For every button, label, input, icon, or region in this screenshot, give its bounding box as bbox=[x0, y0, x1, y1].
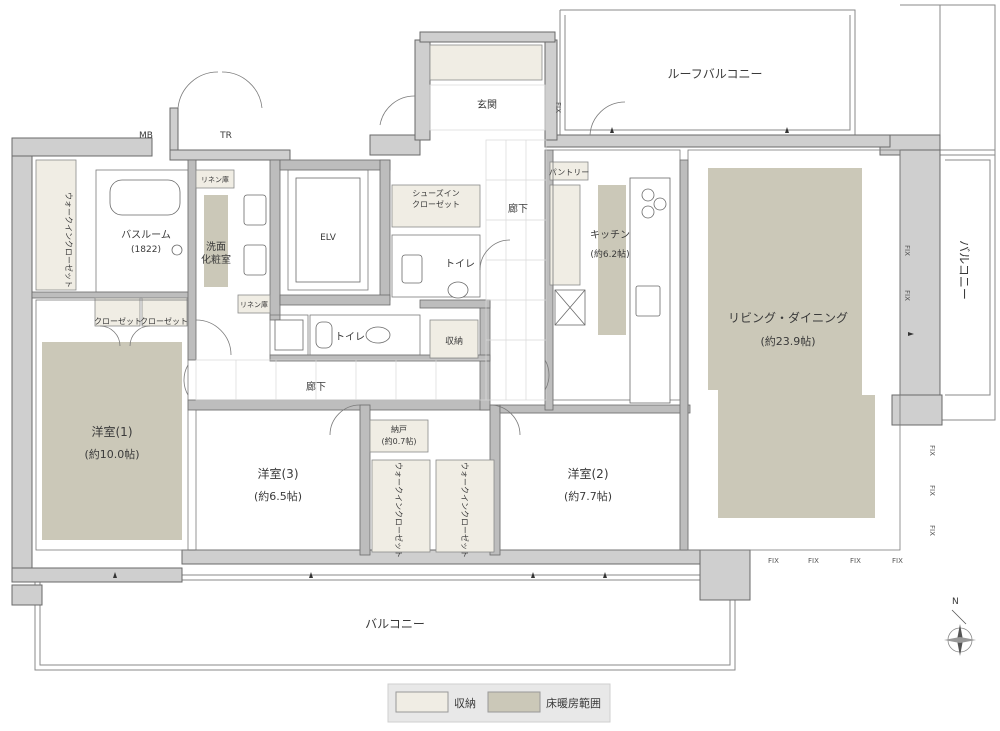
label-washroom-2: 化粧室 bbox=[201, 253, 231, 266]
bottom-balcony-outline bbox=[34, 574, 736, 671]
label-closet-a: クローゼット bbox=[94, 316, 142, 326]
label-bathroom-size: (1822) bbox=[131, 245, 161, 255]
label-western-2-size: (約7.7帖) bbox=[564, 489, 612, 503]
label-kitchen-size: (約6.2帖) bbox=[590, 248, 629, 260]
compass-n-label: N bbox=[952, 597, 959, 607]
fix-marker: FIX bbox=[892, 557, 903, 565]
entry-markers bbox=[113, 127, 914, 578]
tile-grid bbox=[195, 84, 547, 401]
label-washroom: 洗面 bbox=[206, 241, 226, 253]
fix-marker: FIX bbox=[903, 245, 911, 256]
label-western-1: 洋室(1) bbox=[92, 424, 133, 439]
label-storage: 収納 bbox=[445, 335, 463, 347]
label-nando-size: (約0.7帖) bbox=[382, 436, 417, 446]
label-tr: TR bbox=[219, 131, 232, 141]
fix-marker: FIX bbox=[928, 525, 936, 536]
label-western-3-size: (約6.5帖) bbox=[254, 489, 302, 503]
label-entrance: 玄関 bbox=[477, 98, 497, 111]
legend-swatch-storage bbox=[395, 691, 449, 713]
label-balcony-bottom: バルコニー bbox=[365, 617, 425, 631]
legend-swatch-heating bbox=[487, 691, 541, 713]
label-western-2: 洋室(2) bbox=[568, 466, 609, 481]
room-labels: ルーフバルコニー 玄関 MB TR ウォークインクローゼット バスルーム (18… bbox=[64, 67, 971, 631]
heat-kitchen bbox=[598, 185, 626, 335]
label-wic-a: ウォークインクローゼット bbox=[394, 462, 404, 558]
fix-marker: FIX bbox=[928, 445, 936, 456]
room-outlines bbox=[35, 149, 901, 551]
door-swings bbox=[99, 71, 626, 436]
fix-marker: FIX bbox=[850, 557, 861, 565]
fixtures bbox=[109, 177, 671, 404]
label-elv: ELV bbox=[320, 233, 337, 243]
fix-marker: FIX bbox=[928, 485, 936, 496]
compass-icon bbox=[944, 609, 976, 656]
label-western-1-size: (約10.0帖) bbox=[84, 447, 139, 461]
fix-marker: FIX bbox=[903, 290, 911, 301]
label-mb: MB bbox=[139, 131, 153, 141]
label-hallway-upper: 廊下 bbox=[508, 202, 528, 215]
label-living-dining-size: (約23.9帖) bbox=[760, 334, 815, 348]
toilet-lower-bowl bbox=[365, 326, 391, 344]
fix-marker: FIX bbox=[808, 557, 819, 565]
label-shoes-closet: シューズイン bbox=[412, 188, 460, 198]
heat-living bbox=[708, 168, 875, 518]
toilet-upper-bowl bbox=[447, 281, 469, 299]
label-toilet-upper: トイレ bbox=[445, 259, 475, 270]
label-linen-1: リネン庫 bbox=[201, 175, 229, 184]
floor-heating-zones bbox=[42, 168, 875, 540]
bathtub bbox=[109, 179, 181, 216]
fix-markers: FIX FIX FIX FIX FIX FIX FIX FIX FIX FIX bbox=[554, 102, 936, 565]
heat-washroom bbox=[204, 195, 228, 287]
legend-label-storage: 収納 bbox=[454, 697, 476, 710]
fix-marker: FIX bbox=[554, 102, 562, 113]
label-balcony-right: バルコニー bbox=[957, 240, 971, 300]
fix-marker: FIX bbox=[768, 557, 779, 565]
elv-box bbox=[295, 177, 361, 283]
legend: 収納 床暖房範囲 bbox=[387, 683, 611, 723]
legend-label-heating: 床暖房範囲 bbox=[546, 696, 601, 710]
label-kitchen: キッチン bbox=[590, 229, 630, 241]
label-living-dining: リビング・ダイニング bbox=[728, 310, 848, 325]
label-western-3: 洋室(3) bbox=[258, 466, 299, 481]
label-roof-balcony: ルーフバルコニー bbox=[667, 67, 762, 81]
storage-zones bbox=[35, 44, 589, 553]
label-linen-2: リネン庫 bbox=[240, 300, 268, 309]
label-wic-b: ウォークインクローゼット bbox=[460, 462, 470, 558]
label-wic-left: ウォークインクローゼット bbox=[64, 192, 74, 288]
label-toilet-lower: トイレ bbox=[335, 332, 365, 343]
bath-drain bbox=[171, 244, 183, 256]
label-closet-b: クローゼット bbox=[140, 316, 188, 326]
label-bathroom: バスルーム bbox=[121, 229, 171, 241]
label-nando: 納戸 bbox=[391, 424, 407, 434]
label-hallway-lower: 廊下 bbox=[306, 380, 326, 393]
label-shoes-closet-2: クローゼット bbox=[412, 199, 460, 209]
label-pantry: パントリー bbox=[549, 168, 589, 177]
heat-western-1 bbox=[42, 342, 182, 540]
interior-walls bbox=[31, 149, 691, 556]
